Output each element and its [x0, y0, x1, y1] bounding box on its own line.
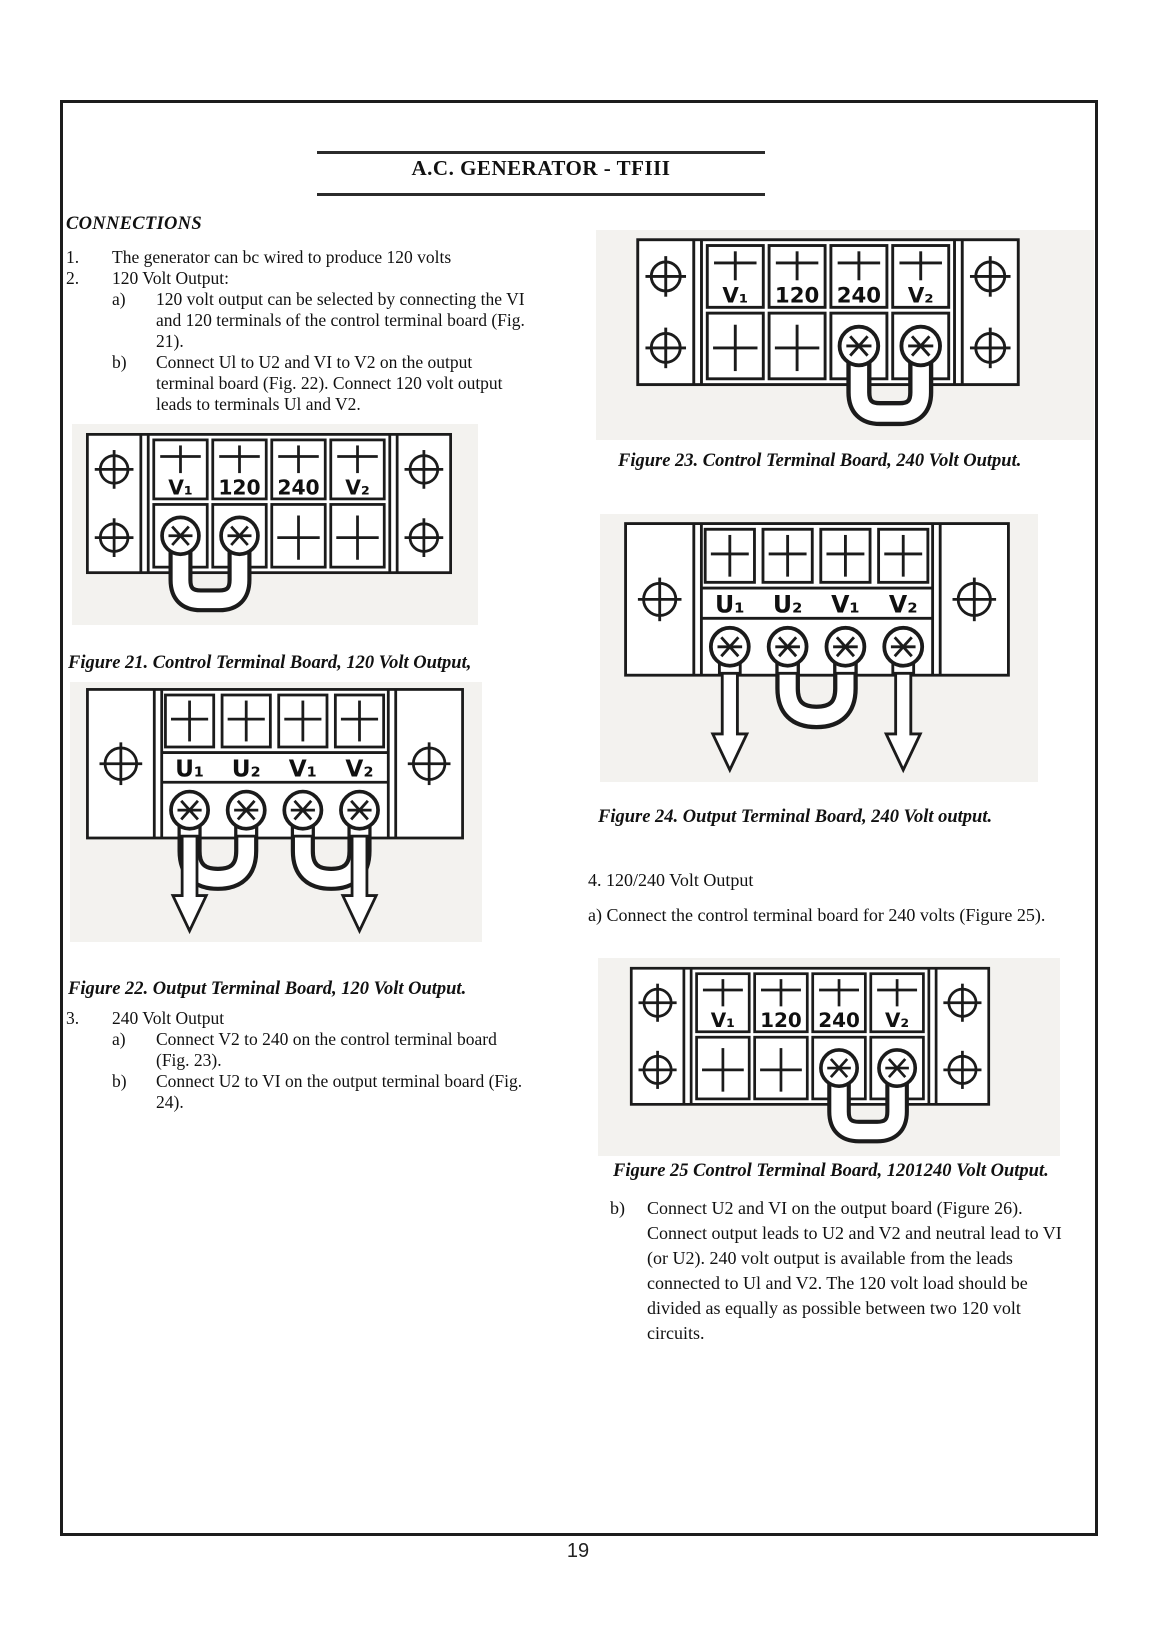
figure-23-caption: Figure 23. Control Terminal Board, 240 V… — [618, 451, 1022, 471]
item-4b-block: b) Connect U2 and VI on the output board… — [610, 1196, 1067, 1346]
figure-24-caption: Figure 24. Output Terminal Board, 240 Vo… — [598, 807, 993, 827]
page-number: 19 — [566, 1540, 590, 1562]
item-text: Connect V2 to 240 on the control termina… — [156, 1029, 497, 1070]
terminal-label: 240 — [818, 1008, 860, 1032]
figure-25-image: V₁ 120 240 V₂ — [598, 958, 1060, 1156]
figure-21-image: V₁ 120 240 V₂ — [72, 424, 478, 625]
terminal-label: 120 — [775, 284, 819, 309]
item-letter: b) — [112, 1071, 127, 1091]
item-text: 120 Volt Output: — [112, 268, 230, 288]
item-number: 1. — [66, 247, 80, 267]
terminal-label: V₂ — [889, 591, 918, 619]
terminal-label: U₁ — [715, 591, 745, 619]
item-letter: a) — [112, 289, 126, 309]
figure-23-image: V₁ 120 240 V₂ — [596, 230, 1094, 440]
terminal-label: V₁ — [722, 284, 748, 309]
item-text: 240 Volt Output — [112, 1008, 225, 1028]
terminal-label: V₂ — [345, 475, 370, 499]
title-rule-bottom — [317, 193, 765, 196]
figure-25-caption: Figure 25 Control Terminal Board, 120124… — [613, 1161, 1049, 1181]
terminal-label: V₂ — [345, 756, 373, 783]
page-title: A.C. GENERATOR - TFIII — [411, 156, 671, 180]
figure-21-caption: Figure 21. Control Terminal Board, 120 V… — [68, 653, 472, 673]
terminal-label: 240 — [837, 284, 881, 309]
item-letter: b) — [610, 1198, 625, 1218]
terminal-label: U₂ — [773, 591, 803, 619]
item-text: Connect Ul to U2 and VI to V2 on the out… — [156, 352, 503, 414]
terminal-label: U₁ — [175, 756, 204, 783]
list-item-2b: b) Connect Ul to U2 and VI to V2 on the … — [112, 352, 526, 415]
terminal-label: V₁ — [831, 591, 860, 619]
terminal-label: V₁ — [711, 1008, 735, 1032]
figure-24-image: U₁ U₂ V₁ V₂ — [600, 514, 1038, 782]
item-text: 120 volt output can be selected by conne… — [156, 289, 525, 351]
figure-22-caption: Figure 22. Output Terminal Board, 120 Vo… — [68, 979, 467, 999]
terminal-label: 120 — [760, 1008, 802, 1032]
section-heading-connections: CONNECTIONS — [66, 214, 202, 234]
list-item-2a: a) 120 volt output can be selected by co… — [112, 289, 526, 352]
terminal-label: U₂ — [232, 756, 261, 783]
item-number: 3. — [66, 1008, 80, 1028]
list-item-2: 2. 120 Volt Output: — [66, 268, 526, 289]
item-number: 2. — [66, 268, 80, 288]
connections-section: CONNECTIONS 1. The generator can bc wire… — [66, 214, 526, 415]
item-4a-text: a) Connect the control terminal board fo… — [588, 905, 1046, 925]
item-letter: b) — [112, 352, 127, 372]
figure-22-image: U₁ U₂ V₁ V₂ — [70, 682, 482, 942]
terminal-label: 240 — [277, 475, 319, 499]
list-item-3: 3. 240 Volt Output — [66, 1008, 526, 1029]
item-4-heading: 4. 120/240 Volt Output — [588, 870, 754, 890]
list-item-3b: b) Connect U2 to VI on the output termin… — [112, 1071, 526, 1113]
item-3-block: 3. 240 Volt Output a) Connect V2 to 240 … — [66, 1008, 526, 1113]
terminal-label: V₂ — [908, 284, 934, 309]
item-text: Connect U2 and VI on the output board (F… — [647, 1198, 1062, 1343]
terminal-label: V₁ — [168, 475, 193, 499]
title-rule-top — [317, 151, 765, 154]
list-item-1: 1. The generator can bc wired to produce… — [66, 247, 526, 268]
terminal-label: V₂ — [885, 1008, 909, 1032]
item-letter: a) — [112, 1029, 126, 1049]
terminal-label: V₁ — [289, 756, 317, 783]
list-item-3a: a) Connect V2 to 240 on the control term… — [112, 1029, 526, 1071]
item-text: Connect U2 to VI on the output terminal … — [156, 1071, 523, 1112]
item-text: The generator can bc wired to produce 12… — [112, 247, 452, 267]
page-border-frame — [60, 100, 1098, 1536]
terminal-label: 120 — [218, 475, 260, 499]
